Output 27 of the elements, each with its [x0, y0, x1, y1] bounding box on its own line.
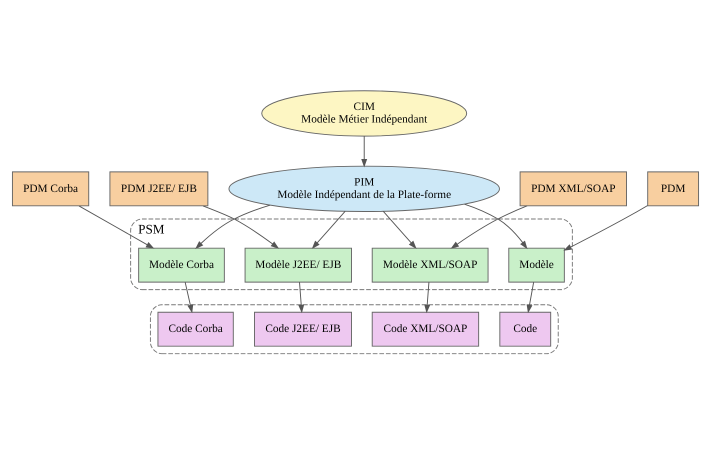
node-box: PDM Corba [12, 171, 90, 206]
arrow [361, 136, 368, 168]
node-box: Code J2EE/ EJB [254, 312, 352, 347]
node-ellipse: PIM Modèle Indépendant de la Plate-forme [228, 166, 500, 212]
arrow [298, 282, 304, 314]
node-box: Modèle [508, 248, 565, 283]
node-box: Modèle J2EE/ EJB [244, 248, 352, 283]
node-box: Code XML/SOAP [372, 312, 480, 347]
arrow [312, 210, 346, 250]
arrow [184, 282, 194, 314]
node-box: Code Corba [157, 312, 234, 347]
node-box: PDM J2EE/ EJB [109, 171, 208, 206]
arrow [450, 205, 528, 249]
arrow [202, 205, 280, 249]
arrow [563, 205, 648, 251]
node-box: PDM [647, 171, 700, 206]
node-box: PDM XML/SOAP [520, 171, 627, 206]
arrow [464, 204, 528, 250]
arrow [78, 205, 154, 249]
node-ellipse: CIM Modèle Métier Indépendant [261, 90, 468, 137]
node-box: Modèle Corba [138, 248, 225, 283]
arrow [195, 204, 270, 250]
arrow [382, 210, 417, 250]
arrow [424, 282, 430, 314]
node-box: Modèle XML/SOAP [372, 248, 489, 283]
node-box: Code [499, 312, 552, 347]
arrow [526, 282, 534, 314]
